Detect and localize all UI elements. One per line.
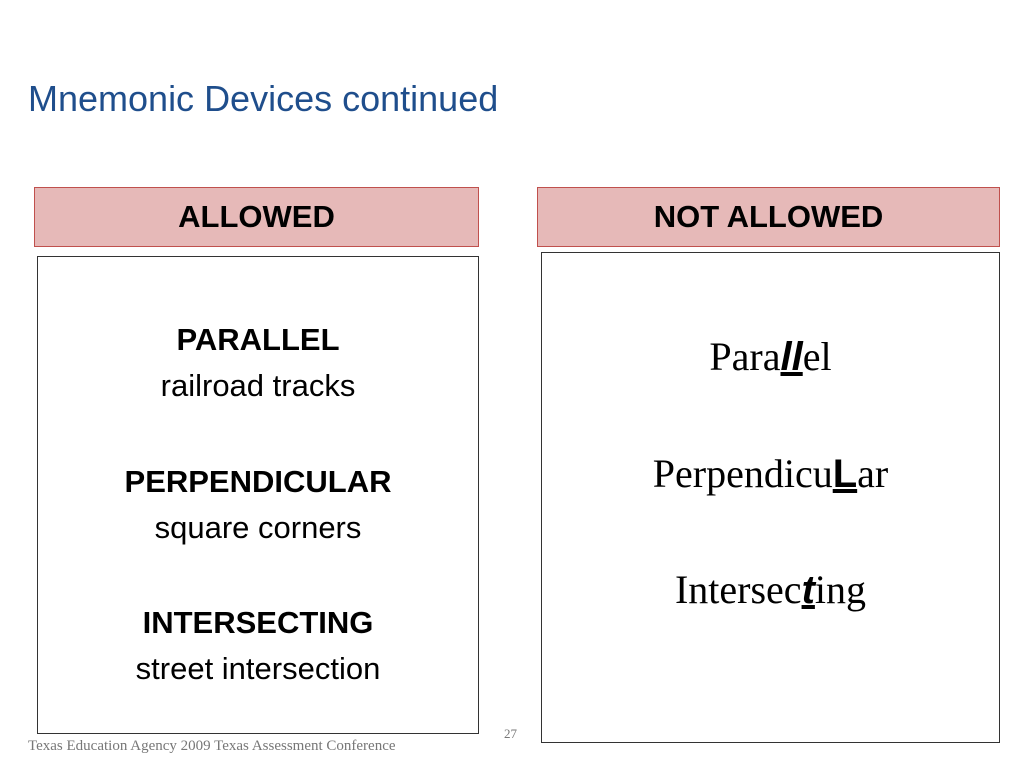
not-allowed-item-perpendicular: PerpendicuLar (542, 450, 999, 498)
allowed-item-parallel: PARALLEL railroad tracks (38, 317, 478, 409)
word-end: el (802, 334, 832, 379)
not-allowed-item-intersecting: Intersecting (542, 566, 999, 614)
allowed-description: railroad tracks (160, 368, 356, 403)
allowed-description: square corners (154, 510, 362, 545)
allowed-description: street intersection (135, 651, 381, 686)
emphasized-letters: t (801, 568, 815, 612)
emphasized-letters: ll (780, 335, 803, 379)
allowed-header: ALLOWED (34, 187, 479, 247)
word-end: ing (814, 567, 867, 612)
word-start: Perpendicu (652, 451, 833, 496)
word-end: ar (857, 451, 889, 496)
allowed-item-intersecting: INTERSECTING street intersection (38, 600, 478, 692)
allowed-item-perpendicular: PERPENDICULAR square corners (38, 459, 478, 551)
page-number: 27 (504, 726, 517, 741)
allowed-box: PARALLEL railroad tracks PERPENDICULAR s… (37, 256, 479, 734)
not-allowed-box: Parallel PerpendicuLar Intersecting (541, 252, 1000, 743)
allowed-term: INTERSECTING (142, 605, 374, 640)
word-start: Para (709, 334, 781, 379)
not-allowed-item-parallel: Parallel (542, 333, 999, 381)
not-allowed-header: NOT ALLOWED (537, 187, 1000, 247)
slide-title: Mnemonic Devices continued (28, 78, 499, 119)
footer-text: Texas Education Agency 2009 Texas Assess… (28, 738, 396, 754)
allowed-term: PARALLEL (176, 322, 340, 357)
allowed-term: PERPENDICULAR (124, 464, 392, 499)
word-start: Intersec (674, 567, 802, 612)
emphasized-letters: L (832, 452, 858, 496)
